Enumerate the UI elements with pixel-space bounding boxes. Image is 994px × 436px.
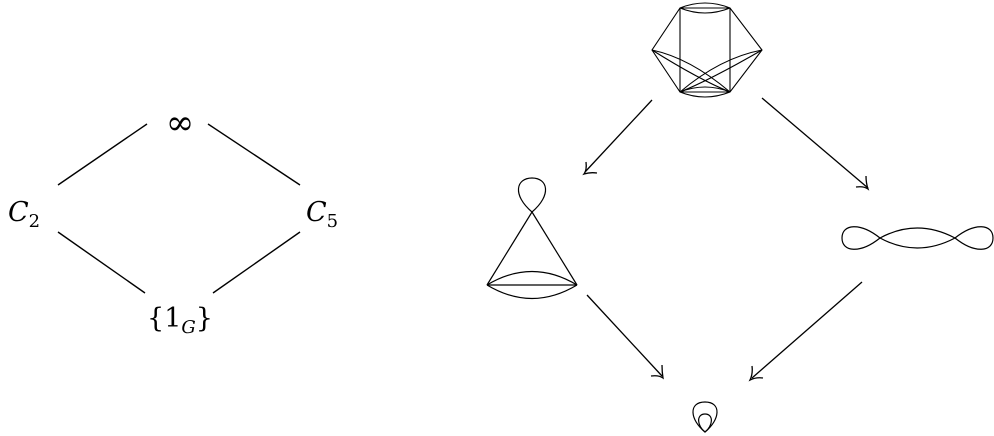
arrow-top-to-right [761, 97, 870, 191]
lattice-node-bottom: {1G} [147, 303, 213, 337]
graph-right [841, 226, 994, 250]
lattice-node-right: C5 [306, 197, 338, 231]
lattice-node-top: ∞ [166, 106, 194, 140]
identity-symbol: 1 [164, 303, 182, 334]
lattice-node-left: C2 [8, 197, 40, 231]
edge-top-right [207, 123, 301, 186]
graph-left [486, 177, 578, 300]
cyclic-group-symbol: C [306, 197, 327, 228]
cyclic-group-symbol: C [8, 197, 29, 228]
edge-top-left [57, 123, 148, 186]
arrow-left-to-bottom [586, 294, 664, 380]
edge-right-bottom [212, 231, 301, 294]
edge-left-bottom [57, 231, 146, 294]
identity-group-label: G [181, 317, 196, 338]
arrow-right-to-bottom [748, 281, 863, 382]
infinity-label: ∞ [165, 103, 195, 143]
loop-top [517, 177, 547, 213]
brace-open: { [147, 303, 165, 334]
cyclic-group-index: 2 [28, 211, 41, 232]
brace-close: } [195, 303, 213, 334]
graph-bottom [692, 401, 718, 433]
arrow-top-to-left [582, 99, 653, 176]
cyclic-group-index: 5 [326, 211, 339, 232]
graph-top [651, 2, 763, 98]
